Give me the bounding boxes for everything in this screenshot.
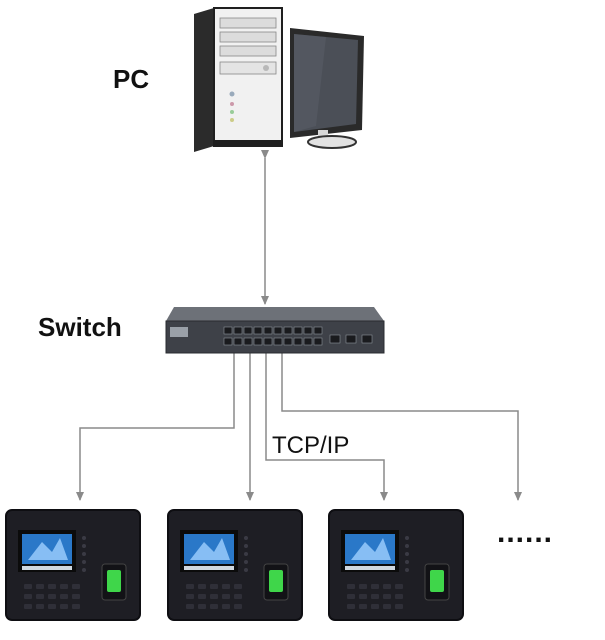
desktop-computer-icon — [194, 7, 364, 152]
edge-switch-terminal-3 — [262, 342, 388, 501]
pc-label: PC — [113, 64, 150, 94]
edge-switch-more — [278, 342, 522, 501]
network-switch-icon — [165, 307, 385, 354]
switch-node — [164, 305, 386, 355]
terminal-2 — [166, 508, 304, 622]
terminal-3 — [327, 508, 465, 622]
fingerprint-terminal-icon — [5, 509, 141, 621]
protocol-label: TCP/IP — [272, 432, 350, 459]
edge-switch-terminal-1 — [76, 342, 238, 501]
more-terminals-ellipsis: ...... — [497, 516, 554, 549]
pc-node — [186, 6, 366, 154]
terminal-1 — [4, 508, 142, 622]
fingerprint-terminal-icon — [328, 509, 464, 621]
fingerprint-terminal-icon — [167, 509, 303, 621]
switch-label: Switch — [38, 312, 122, 342]
